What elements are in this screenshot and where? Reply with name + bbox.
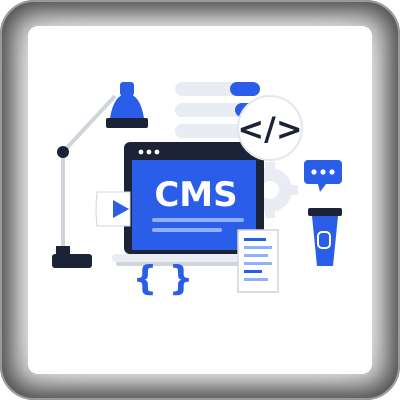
chat-bubble-icon bbox=[304, 160, 342, 192]
braces-label: { } bbox=[133, 259, 193, 299]
document-icon bbox=[237, 229, 279, 293]
monitor: CMS bbox=[112, 142, 276, 266]
ui-bars bbox=[175, 82, 260, 138]
code-icon: </> bbox=[237, 95, 303, 161]
desk-lamp-icon bbox=[52, 82, 148, 268]
coffee-cup-icon bbox=[308, 208, 342, 266]
code-icon-label: </> bbox=[237, 110, 302, 148]
play-icon bbox=[95, 191, 131, 227]
curly-braces-icon: { } bbox=[133, 259, 193, 299]
screen-title: CMS bbox=[154, 175, 237, 215]
